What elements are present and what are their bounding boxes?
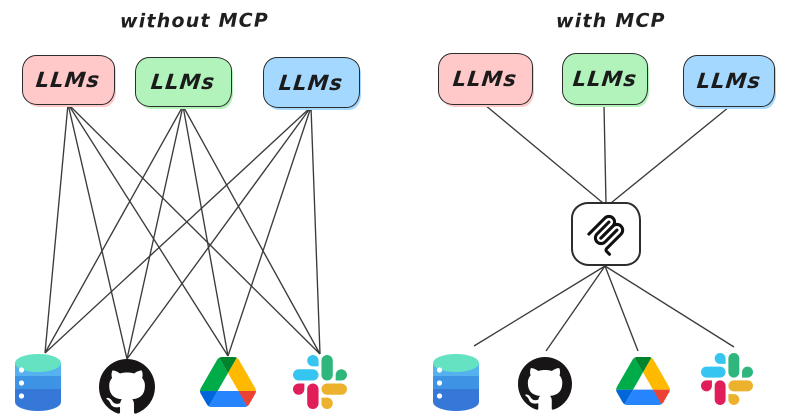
slack-icon — [293, 355, 347, 409]
llm-label: LLMs — [150, 70, 217, 94]
google-drive-icon — [616, 357, 670, 405]
slack-icon — [701, 353, 753, 405]
mcp-icon — [587, 214, 625, 256]
left-title: without MCP — [119, 9, 270, 33]
google-drive-icon — [200, 357, 256, 407]
llm-box-right-blue: LLMs — [683, 55, 775, 107]
llm-box-left-green: LLMs — [135, 57, 232, 107]
llm-label: LLMs — [695, 69, 763, 93]
llm-label: LLMs — [571, 67, 639, 91]
right-hub-edges — [473, 104, 735, 352]
llm-box-left-blue: LLMs — [263, 57, 360, 108]
llm-label: LLMs — [35, 68, 102, 92]
llm-box-right-pink: LLMs — [438, 53, 533, 105]
llm-label: LLMs — [278, 70, 345, 95]
database-icon — [433, 354, 479, 411]
llm-box-right-green: LLMs — [562, 53, 648, 105]
llm-label: LLMs — [452, 67, 519, 91]
github-icon — [99, 359, 155, 414]
right-title: with MCP — [555, 9, 666, 33]
github-icon — [518, 357, 572, 410]
database-icon — [15, 354, 61, 411]
left-mesh-edges — [44, 103, 321, 360]
mcp-hub — [571, 202, 641, 266]
llm-box-left-pink: LLMs — [22, 55, 115, 105]
